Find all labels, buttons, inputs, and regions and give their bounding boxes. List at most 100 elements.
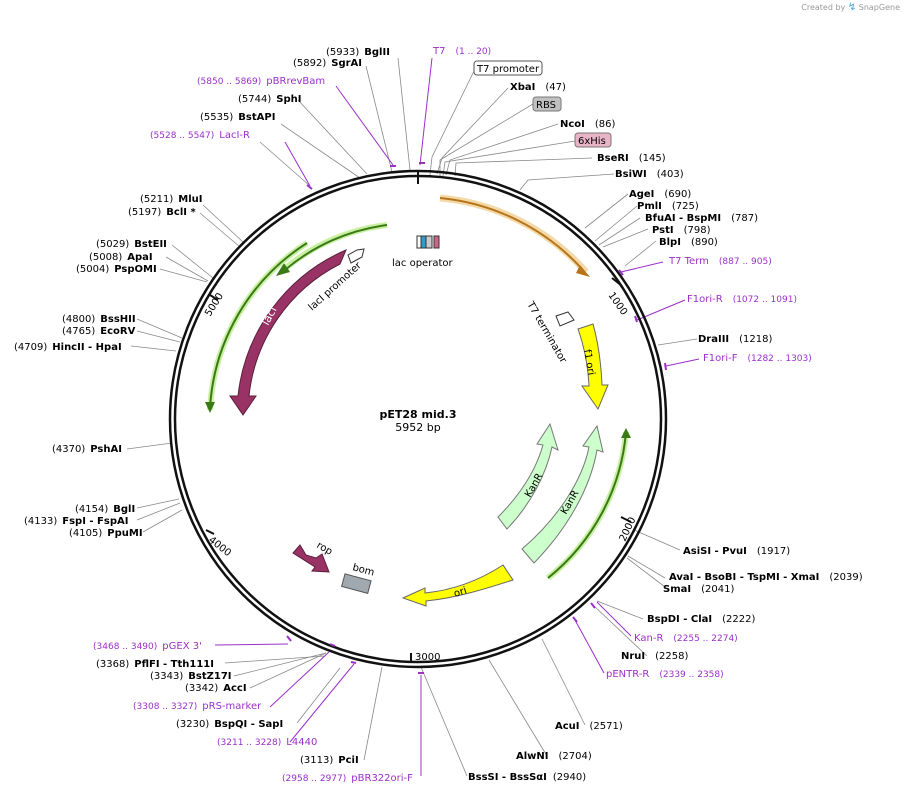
bspDI-name: BspDI - ClaI xyxy=(647,614,712,625)
bglII-name: BglII xyxy=(364,47,390,58)
lac-operator-label: lac operator xyxy=(392,258,453,269)
l4440-range: (3211 .. 3228) xyxy=(217,738,281,748)
acuI-name: AcuI xyxy=(555,721,580,732)
plasmid-backbone-outer xyxy=(168,169,668,669)
svg-text:AcuI(2571): AcuI (2571) xyxy=(555,721,623,732)
draIII-name: DraIII xyxy=(698,334,729,345)
f1-ori-feature[interactable] xyxy=(577,323,609,411)
pspOMI-pos: (5004) xyxy=(76,264,109,275)
svg-text:T7 promoter: T7 promoter xyxy=(476,64,540,75)
lacI-feature[interactable] xyxy=(229,249,347,416)
primer-marks xyxy=(286,162,667,674)
bom-feature[interactable] xyxy=(341,573,372,594)
svg-text:(5029)BstEII: (5029)BstEII xyxy=(96,239,167,250)
svg-text:(5892)SgrAI: (5892)SgrAI xyxy=(293,58,362,69)
avaI-pos: (2039) xyxy=(829,572,862,583)
asiSI-name: AsiSI - PvuI xyxy=(683,546,747,557)
pmlI-pos: (725) xyxy=(672,201,699,212)
pshAI-pos: (4370) xyxy=(52,444,85,455)
brand-name: SnapGene xyxy=(858,3,900,12)
nruI-pos: (2258) xyxy=(655,651,688,662)
kanR-1-feature[interactable] xyxy=(497,422,559,530)
ageI-pos: (690) xyxy=(664,189,691,200)
rop-label: rop xyxy=(315,540,335,558)
svg-text:(3230)BspQI - SapI: (3230)BspQI - SapI xyxy=(176,719,283,730)
his6-tag[interactable]: 6xHis xyxy=(574,132,612,148)
bstZ17I-name: BstZ17I xyxy=(188,671,231,682)
svg-text:AsiSI - PvuI(1917): AsiSI - PvuI (1917) xyxy=(683,546,790,557)
pRS-range: (3308 .. 3327) xyxy=(133,702,197,712)
bglII-pos: (5933) xyxy=(326,47,359,58)
sgrAI-name: SgrAI xyxy=(331,58,362,69)
pstI-pos: (798) xyxy=(684,225,711,236)
f1-ori-label: f1 ori xyxy=(581,349,596,377)
lac-operator-box-1 xyxy=(416,235,422,249)
svg-text:BssSI - BssSαI(2940): BssSI - BssSαI(2940) xyxy=(468,772,586,783)
f1oriF-name: F1ori-F xyxy=(703,353,738,364)
svg-text:(3211 .. 3228)L4440: (3211 .. 3228)L4440 xyxy=(217,737,317,748)
sphI-pos: (5744) xyxy=(238,94,271,105)
bclI-pos: (5197) xyxy=(128,207,161,218)
svg-text:F1ori-R(1072 .. 1091): F1ori-R(1072 .. 1091) xyxy=(687,294,797,305)
hincII-pos: (4709) xyxy=(14,342,47,353)
tick-5000: 5000 xyxy=(203,291,226,318)
plasmid-name: pET28 mid.3 xyxy=(380,408,457,421)
bstAPI-pos: (5535) xyxy=(200,112,233,123)
svg-text:(4133)FspI - FspAI: (4133)FspI - FspAI xyxy=(24,516,128,527)
created-by-text: Created by xyxy=(801,3,846,12)
svg-text:(3343)BstZ17I: (3343) BstZ17I xyxy=(150,671,232,682)
svg-text:(4154)BglI: (4154)BglI xyxy=(75,504,135,515)
blpI-name: BlpI xyxy=(659,237,681,248)
rbs-tag[interactable]: RBS xyxy=(532,96,562,112)
kanR-primer-range: (2255 .. 2274) xyxy=(673,634,737,644)
pBRrevBam-range: (5850 .. 5869) xyxy=(197,77,261,87)
svg-text:RBS: RBS xyxy=(536,100,556,111)
t7-primer-name: T7 xyxy=(432,46,445,57)
ecoRV-name: EcoRV xyxy=(100,326,135,337)
xbaI-name: XbaI xyxy=(510,82,535,93)
rop-feature[interactable] xyxy=(292,544,330,573)
svg-text:(3342)AccI: (3342)AccI xyxy=(185,683,247,694)
pshAI-name: PshAI xyxy=(90,444,122,455)
svg-text:(5197)BclI *: (5197)BclI * xyxy=(128,207,196,218)
bfuAI-name: BfuAI - BspMI xyxy=(645,213,721,224)
svg-text:(5850 .. 5869)pBRrevBam: (5850 .. 5869)pBRrevBam xyxy=(197,76,325,87)
kanR-primer-name: Kan-R xyxy=(634,633,663,644)
svg-text:BseRI(145): BseRI(145) xyxy=(597,153,666,164)
svg-text:AvaI - BsoBI - TspMI - XmaI: AvaI - BsoBI - TspMI - XmaI(2039) xyxy=(669,572,863,583)
lacI-upper-orf-highlight xyxy=(207,240,309,411)
t7term-range: (887 .. 905) xyxy=(719,257,772,267)
svg-text:(5744)SphI: (5744)SphI xyxy=(238,94,301,105)
svg-text:BsiWI(403): BsiWI(403) xyxy=(615,169,684,180)
site-labels-right: BssSI - BssSαI(2940) AlwNI(2704) AcuI(25… xyxy=(468,82,863,783)
svg-text:(4370)PshAI: (4370) PshAI xyxy=(52,444,122,455)
lacI-upper-orf-head xyxy=(205,402,215,413)
svg-text:(4765)EcoRV: (4765)EcoRV xyxy=(62,326,136,337)
bstAPI-name: BstAPI xyxy=(238,112,275,123)
kan-orf-head xyxy=(621,428,631,438)
svg-text:6xHis: 6xHis xyxy=(578,136,606,147)
svg-text:(4800)BssHII: (4800)BssHII xyxy=(62,314,136,325)
f1oriF-range: (1282 .. 1303) xyxy=(747,354,811,364)
ori-feature[interactable] xyxy=(401,564,514,607)
alwNI-name: AlwNI xyxy=(516,751,549,762)
xbaI-pos: (47) xyxy=(545,82,566,93)
kanR-2-feature[interactable] xyxy=(521,424,604,564)
bfuAI-pos: (787) xyxy=(731,213,758,224)
mluI-pos: (5211) xyxy=(140,194,173,205)
t7-promoter-tag[interactable]: T7 promoter xyxy=(473,60,543,76)
pciI-name: PciI xyxy=(338,755,358,766)
scale-ticks xyxy=(205,172,632,663)
bstEII-name: BstEII xyxy=(134,239,167,250)
ncoI-name: NcoI xyxy=(560,119,585,130)
fspI-name: FspI - FspAI xyxy=(62,516,128,527)
acuI-pos: (2571) xyxy=(590,721,623,732)
asiSI-pos: (1917) xyxy=(757,546,790,557)
hincII-name: HincII - HpaI xyxy=(52,342,121,353)
snapgene-brand: Created by ↯ SnapGene xyxy=(801,2,900,13)
bstZ17I-pos: (3343) xyxy=(150,671,183,682)
bspDI-pos: (2222) xyxy=(722,614,755,625)
lacI-orf-head xyxy=(276,263,290,276)
ppuMI-pos: (4105) xyxy=(69,528,102,539)
